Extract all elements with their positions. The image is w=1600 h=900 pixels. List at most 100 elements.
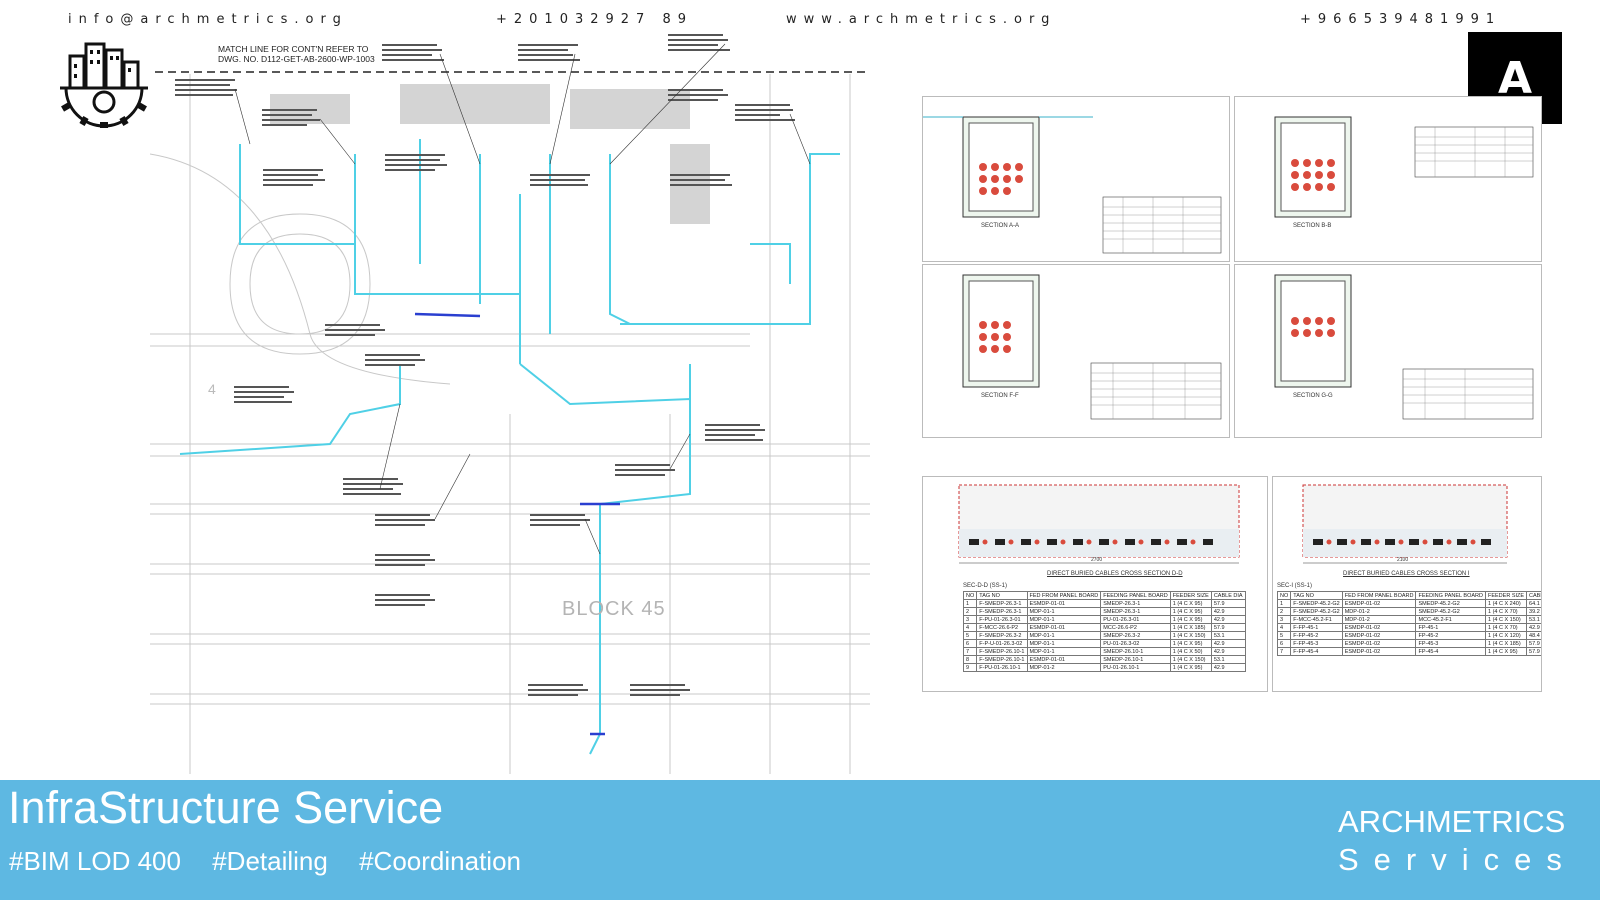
match-line-note: MATCH LINE FOR CONT'N REFER TO DWG. NO. … <box>218 44 375 64</box>
cell: 3 <box>1276 615 1292 624</box>
section-ff-drawing <box>962 274 1222 420</box>
cell: 64.1 <box>1526 599 1541 608</box>
cell: 4 <box>962 623 978 632</box>
email-text[interactable]: info@archmetrics.org <box>68 12 348 27</box>
header-cell: FED FROM PANEL BOARD <box>1026 591 1102 600</box>
dim-right-text: 2100 <box>1397 557 1408 563</box>
cross-section-dd-sheet[interactable]: 2700 DIRECT BURIED CABLES CROSS SECTION … <box>922 476 1268 692</box>
cell: MDP-01-1 <box>1026 631 1102 640</box>
cell: MDP-01-1 <box>1026 607 1102 616</box>
cell: PU-01-26.3-02 <box>1100 639 1171 648</box>
cell: F-FP-45-2 <box>1290 631 1343 640</box>
tag-bim-lod[interactable]: #BIM LOD 400 <box>9 846 181 876</box>
cell: 1 <box>1276 599 1292 608</box>
cell: ESMDP-01-01 <box>1026 599 1102 608</box>
cell: PU-01-26.3-01 <box>1100 615 1171 624</box>
cell: SMEDP-45.2-G2 <box>1415 599 1486 608</box>
cell: 1 (4 C X 95) <box>1169 615 1212 624</box>
brand-services: Services <box>1338 842 1577 877</box>
header-cell: FEEDER SIZE <box>1169 591 1212 600</box>
plot-number: 4 <box>208 381 216 397</box>
cross-section-dd-drawing: 2700 <box>958 484 1240 564</box>
tag-detailing[interactable]: #Detailing <box>212 846 328 876</box>
cell: F-PU-01-26.10-1 <box>976 663 1028 672</box>
cell: MDP-01-2 <box>1026 663 1102 672</box>
cell: 42.9 <box>1210 639 1246 648</box>
parking-hatch <box>270 84 710 224</box>
cross-i-caption: DIRECT BURIED CABLES CROSS SECTION I <box>1343 571 1470 577</box>
section-ff-sheet[interactable]: SECTION F-F <box>922 264 1230 438</box>
contact-bar: info@archmetrics.org +201032927 89 www.a… <box>0 0 1600 40</box>
leader-lines <box>234 43 811 555</box>
header-cell: FEEDING PANEL BOARD <box>1100 591 1171 600</box>
schedule-dd-title: SEC-D-D (SS-1) <box>963 583 1008 589</box>
match-line-text-2: DWG. NO. D112-GET-AB-2600-WP-1003 <box>218 54 375 64</box>
cell: 42.9 <box>1210 647 1246 656</box>
cell: 1 (4 C X 95) <box>1169 599 1212 608</box>
cell: ESMDP-01-02 <box>1341 599 1417 608</box>
cell: 1 (4 C X 240) <box>1484 599 1528 608</box>
cell: 5 <box>962 631 978 640</box>
cell: 1 (4 C X 95) <box>1169 663 1212 672</box>
cell: 53.1 <box>1210 655 1246 664</box>
cross-section-i-sheet[interactable]: 2100 DIRECT BURIED CABLES CROSS SECTION … <box>1272 476 1542 692</box>
cell: MDP-01-1 <box>1026 639 1102 648</box>
cell: 53.1 <box>1526 615 1541 624</box>
cell: 57.9 <box>1210 623 1246 632</box>
cell: 39.2 <box>1526 607 1541 616</box>
cell: SMEDP-26.3-1 <box>1100 607 1171 616</box>
section-bb-sheet[interactable]: SECTION B-B <box>1234 96 1542 262</box>
cell: F-SMEDP-26.3-1 <box>976 607 1028 616</box>
cell: 1 (4 C X 70) <box>1484 623 1528 632</box>
cell: 5 <box>1276 631 1292 640</box>
cell: 1 (4 C X 150) <box>1169 631 1212 640</box>
cell: ESMDP-01-01 <box>1026 655 1102 664</box>
cell: FP-45-4 <box>1415 647 1486 656</box>
schedule-i-title: SEC-I (SS-1) <box>1277 583 1313 589</box>
header-cell: NO <box>962 591 978 600</box>
cell: 48.4 <box>1526 631 1541 640</box>
schedule-dd-table: NO TAG NO FED FROM PANEL BOARD FEEDING P… <box>962 591 1246 672</box>
cell: FP-45-2 <box>1415 631 1486 640</box>
cell: 1 <box>962 599 978 608</box>
website-text[interactable]: www.archmetrics.org <box>786 12 1057 27</box>
header-cell: FEEDING PANEL BOARD <box>1415 591 1486 600</box>
cross-dd-caption: DIRECT BURIED CABLES CROSS SECTION D-D <box>1047 571 1183 577</box>
section-gg-sheet[interactable]: SECTION G-G <box>1234 264 1542 438</box>
section-bb-drawing <box>1274 116 1534 218</box>
cell: MCC-26.6-P2 <box>1100 623 1171 632</box>
cell: 57.9 <box>1526 639 1541 648</box>
section-aa-sheet[interactable]: SECTION A-A <box>922 96 1230 262</box>
phone-saudi-text[interactable]: +966539481991 <box>1300 12 1502 27</box>
annotation-blocks <box>175 34 795 696</box>
cell: PU-01-26.10-1 <box>1100 663 1171 672</box>
building-gear-logo-icon <box>56 36 152 128</box>
cell: 42.9 <box>1210 607 1246 616</box>
dim-left-text: 2700 <box>1091 557 1102 563</box>
brand-name: ARCHMETRICS <box>1338 804 1566 839</box>
cell: ESMDP-01-02 <box>1341 623 1417 632</box>
cell: MDP-01-2 <box>1341 615 1417 624</box>
header-cell: CABLE DIA <box>1210 591 1246 600</box>
header-cell: NO <box>1276 591 1292 600</box>
section-gg-caption: SECTION G-G <box>1293 393 1333 399</box>
schedule-i-table: NO TAG NO FED FROM PANEL BOARD FEEDING P… <box>1276 591 1541 656</box>
cell: ESMDP-01-02 <box>1341 639 1417 648</box>
cell: 7 <box>1276 647 1292 656</box>
header-cell: TAG NO <box>1290 591 1343 600</box>
cell: 1 (4 C X 70) <box>1484 607 1528 616</box>
cell: 1 (4 C X 150) <box>1169 655 1212 664</box>
footer-banner: InfraStructure Service #BIM LOD 400 #Det… <box>0 780 1600 900</box>
phone-egypt-text[interactable]: +201032927 89 <box>496 12 694 27</box>
cell: 1 (4 C X 50) <box>1169 647 1212 656</box>
tag-coordination[interactable]: #Coordination <box>359 846 521 876</box>
cell: 42.9 <box>1210 615 1246 624</box>
